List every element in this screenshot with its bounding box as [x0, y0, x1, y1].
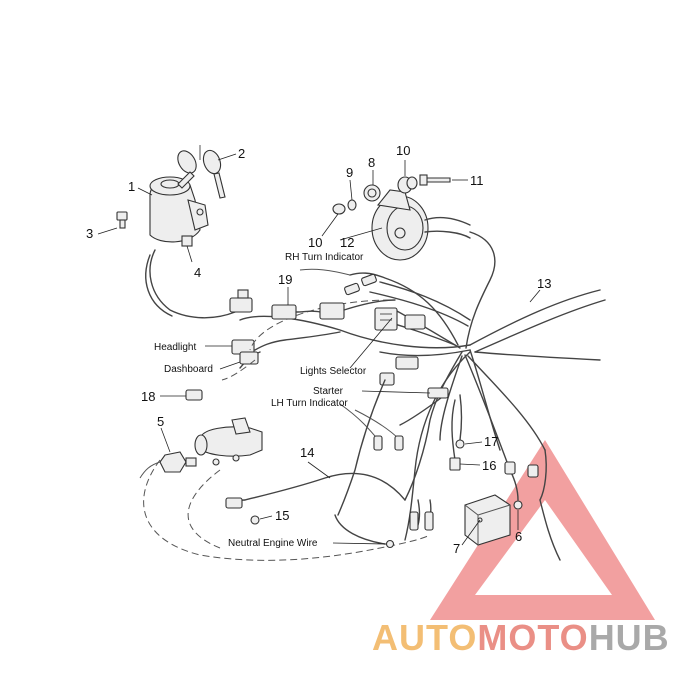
callout-10b: 10: [396, 143, 410, 158]
callout-numbers: 1 2 3 4 5 6 7 8 9 10 10 11 12 13 14 15 1…: [86, 143, 551, 556]
svg-text:AUTOMOTOHUB: AUTOMOTOHUB: [372, 617, 670, 658]
label-headlight: Headlight: [154, 342, 196, 353]
main-harness: [239, 231, 606, 541]
label-starter: Starter: [313, 386, 344, 397]
wire-14: [225, 472, 406, 509]
text-labels: RH Turn Indicator Headlight Dashboard Li…: [154, 252, 367, 549]
callout-10a: 10: [308, 235, 322, 250]
watermark-text: AUTOMOTOHUB: [372, 617, 670, 658]
callout-16: 16: [482, 458, 496, 473]
part-18: [185, 389, 203, 401]
callout-5: 5: [157, 414, 164, 429]
callout-17: 17: [484, 434, 498, 449]
sensor-5: [139, 451, 197, 479]
callout-7: 7: [453, 541, 460, 556]
callout-2: 2: [238, 146, 245, 161]
label-rh-turn-indicator: RH Turn Indicator: [285, 252, 364, 263]
starter-relay: [194, 417, 263, 466]
watermark-logo: [430, 440, 655, 620]
rh-turn-leads: [344, 273, 471, 327]
callout-3: 3: [86, 226, 93, 241]
callout-4: 4: [194, 265, 201, 280]
label-neutral-engine-wire: Neutral Engine Wire: [228, 538, 318, 549]
regulator-7: [464, 449, 561, 561]
callout-14: 14: [300, 445, 314, 460]
ignition-harness: [145, 249, 253, 319]
callout-9: 9: [346, 165, 353, 180]
label-lights-selector: Lights Selector: [300, 366, 367, 377]
callout-19: 19: [278, 272, 292, 287]
label-lh-turn-indicator: LH Turn Indicator: [271, 398, 348, 409]
part-15: [250, 515, 260, 525]
callout-11: 11: [470, 173, 484, 188]
neutral-wire: [143, 459, 434, 561]
callout-18: 18: [141, 389, 155, 404]
label-dashboard: Dashboard: [164, 364, 213, 375]
watermark-moto: MOTO: [477, 617, 588, 658]
callout-15: 15: [275, 508, 289, 523]
sensors-16-17: [449, 394, 465, 471]
callout-6: 6: [515, 529, 522, 544]
screw-3: [116, 211, 128, 229]
watermark-auto: AUTO: [372, 617, 477, 658]
callout-8: 8: [368, 155, 375, 170]
watermark-hub: HUB: [589, 617, 670, 658]
leader-lines: [97, 153, 541, 546]
watermark-triangle: [430, 440, 655, 620]
callout-1: 1: [128, 179, 135, 194]
starter-leads: [337, 379, 449, 516]
horn-hardware: [332, 174, 451, 215]
ignition-keys: [177, 145, 226, 199]
front-branch: [221, 299, 391, 381]
horn-12: [371, 189, 471, 261]
callout-13: 13: [537, 276, 551, 291]
connector-19: [271, 299, 396, 320]
lights-selector-relay: [374, 307, 426, 386]
callout-12: 12: [340, 235, 354, 250]
ignition-switch: [149, 176, 209, 263]
